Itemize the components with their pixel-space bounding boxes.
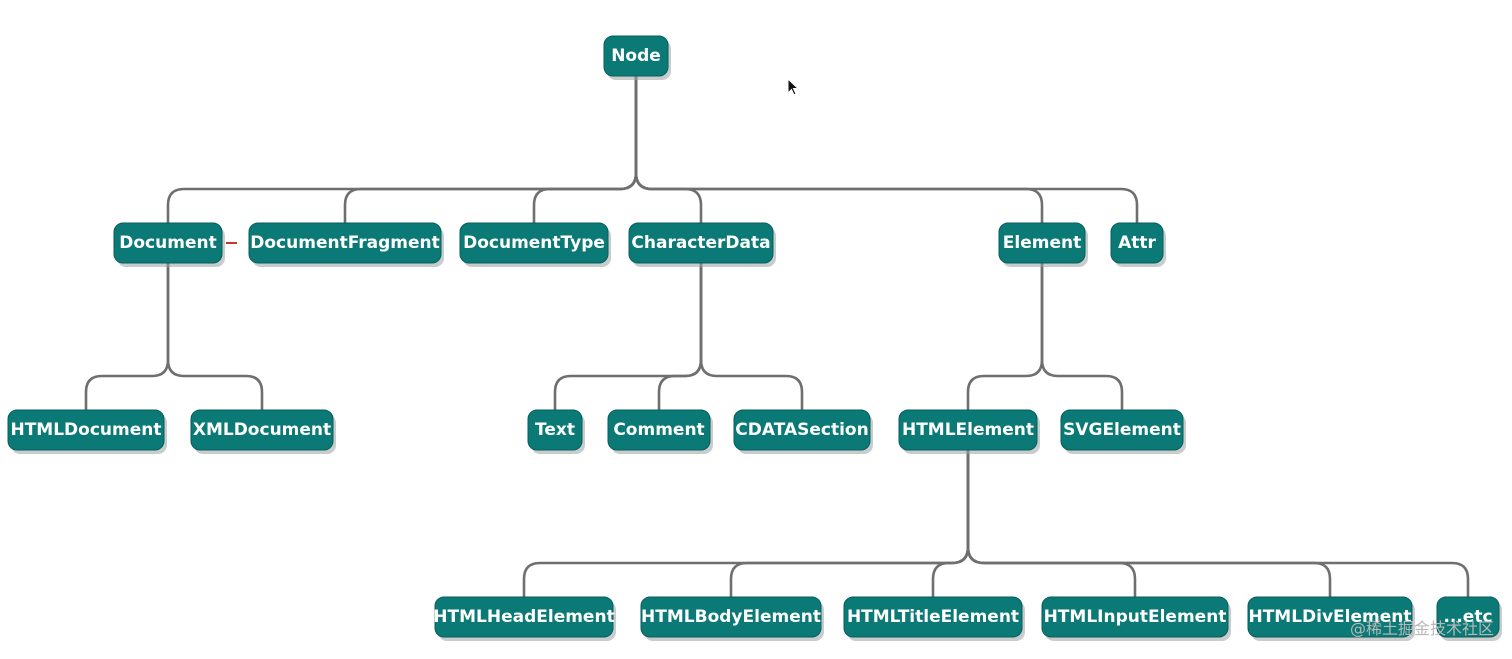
node-element-box <box>998 222 1086 264</box>
node-attr-box <box>1110 222 1164 264</box>
node-htmldocument-label: HTMLDocument <box>10 420 161 440</box>
node-htmltitleelement-label: HTMLTitleElement <box>847 607 1019 627</box>
connector-document-xmldocument <box>166 263 264 410</box>
node-document-box <box>113 222 223 264</box>
node-documenttype: DocumentType <box>459 222 611 267</box>
node-documentfragment-label: DocumentFragment <box>250 233 439 253</box>
node-comment-box <box>607 409 711 451</box>
node-attr: Attr <box>1110 222 1166 267</box>
node-comment-label: Comment <box>613 420 704 440</box>
node-htmlbodyelement-label: HTMLBodyElement <box>641 607 821 627</box>
node-text-label: Text <box>535 420 575 440</box>
node-htmlbodyelement: HTMLBodyElement <box>640 596 824 641</box>
connector-htmlelement-htmltitleelement <box>931 450 970 597</box>
connector-characterdata-comment <box>657 263 703 410</box>
node-htmlheadelement-box <box>434 596 614 638</box>
node-documentfragment-box <box>248 222 442 264</box>
connector-characterdata-text <box>553 263 703 410</box>
connectors <box>84 76 1470 597</box>
node-htmlheadelement: HTMLHeadElement <box>433 596 616 641</box>
node-element: Element <box>998 222 1088 267</box>
node-htmlelement-label: HTMLElement <box>902 420 1034 440</box>
node-cdatasection-label: CDATASection <box>735 420 868 440</box>
connector-htmlelement-etc <box>966 450 1470 597</box>
node-htmlheadelement-label: HTMLHeadElement <box>433 607 614 627</box>
node-document-label: Document <box>119 233 216 253</box>
node-htmlbodyelement-box <box>640 596 822 638</box>
node-element-label: Element <box>1003 233 1081 253</box>
node-characterdata-box <box>628 222 774 264</box>
connector-document-htmldocument <box>84 263 170 410</box>
node-htmldocument: HTMLDocument <box>7 409 167 454</box>
node-attr-label: Attr <box>1118 233 1156 253</box>
node-htmlinputelement-box <box>1041 596 1229 638</box>
node-htmldocument-box <box>7 409 165 451</box>
node-htmlinputelement: HTMLInputElement <box>1041 596 1231 641</box>
node-htmlelement-box <box>898 409 1038 451</box>
node-node: Node <box>603 35 671 80</box>
node-etc-label: ...etc <box>1443 607 1492 627</box>
node-node-box <box>603 35 669 77</box>
node-etc-box <box>1436 596 1500 638</box>
node-documenttype-label: DocumentType <box>463 233 605 253</box>
connector-element-htmlelement <box>966 263 1044 410</box>
connector-characterdata-cdatasection <box>699 263 804 410</box>
node-text: Text <box>527 409 585 454</box>
connector-htmlelement-htmlinputelement <box>966 450 1137 597</box>
node-xmldocument: XMLDocument <box>190 409 336 454</box>
node-htmldivelement-box <box>1247 596 1413 638</box>
node-characterdata-label: CharacterData <box>631 233 770 253</box>
node-htmlinputelement-label: HTMLInputElement <box>1044 607 1227 627</box>
connector-node-documenttype <box>532 76 638 223</box>
node-characterdata: CharacterData <box>628 222 776 267</box>
node-node-label: Node <box>611 46 661 66</box>
node-documenttype-box <box>459 222 609 264</box>
node-svgelement-box <box>1060 409 1184 451</box>
node-htmlelement: HTMLElement <box>898 409 1040 454</box>
connector-node-characterdata <box>634 76 703 223</box>
node-htmltitleelement-box <box>843 596 1023 638</box>
node-htmldivelement-label: HTMLDivElement <box>1248 607 1411 627</box>
connector-node-element <box>634 76 1044 223</box>
node-htmltitleelement: HTMLTitleElement <box>843 596 1025 641</box>
connector-htmlelement-htmlheadelement <box>522 450 970 597</box>
node-documentfragment: DocumentFragment <box>248 222 444 267</box>
node-svgelement-label: SVGElement <box>1063 420 1181 440</box>
connector-node-document <box>166 76 638 223</box>
mouse-cursor-icon <box>787 78 800 96</box>
node-text-box <box>527 409 583 451</box>
watermark: @稀土掘金技术社区 <box>1349 619 1494 638</box>
node-svgelement: SVGElement <box>1060 409 1186 454</box>
connector-node-attr <box>634 76 1139 223</box>
node-xmldocument-box <box>190 409 334 451</box>
node-document: Document <box>113 222 225 267</box>
connector-htmlelement-htmldivelement <box>966 450 1332 597</box>
node-comment: Comment <box>607 409 713 454</box>
node-cdatasection: CDATASection <box>733 409 873 454</box>
node-etc: ...etc <box>1436 596 1502 641</box>
node-cdatasection-box <box>733 409 871 451</box>
node-xmldocument-label: XMLDocument <box>193 420 331 440</box>
node-htmldivelement: HTMLDivElement <box>1247 596 1415 641</box>
connector-element-svgelement <box>1040 263 1124 410</box>
connector-node-documentfragment <box>343 76 638 223</box>
